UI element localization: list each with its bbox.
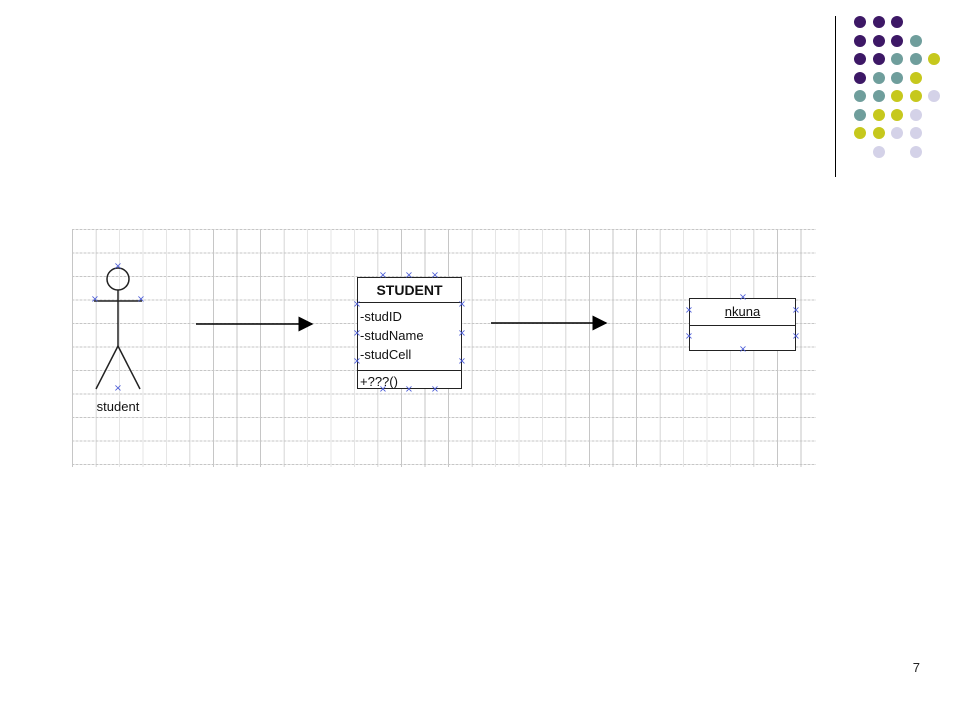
selection-handle-icon[interactable]: × <box>738 344 748 355</box>
decorative-dot <box>891 53 903 65</box>
page-number: 7 <box>912 660 920 675</box>
selection-handle-icon[interactable]: × <box>430 384 440 395</box>
selection-handle-icon[interactable]: × <box>430 270 440 281</box>
decorative-dot <box>854 34 866 47</box>
decorative-dot <box>872 90 885 102</box>
selection-handle-icon[interactable]: × <box>352 328 362 339</box>
class-box-student[interactable]: STUDENT -studID -studName -studCell +???… <box>357 277 462 389</box>
decorative-dot <box>909 34 922 47</box>
decorative-dot <box>872 127 885 139</box>
class-attributes: -studID -studName -studCell <box>358 303 461 371</box>
class-attribute: -studCell <box>360 347 412 362</box>
decorative-dot <box>909 127 922 139</box>
decorative-dot <box>872 16 885 28</box>
selection-handle-icon[interactable]: × <box>738 292 748 303</box>
selection-handle-icon[interactable]: × <box>684 331 694 342</box>
decorative-dot <box>872 71 885 84</box>
decorative-dot <box>891 90 903 102</box>
selection-handle-icon[interactable]: × <box>378 270 388 281</box>
selection-handle-icon[interactable]: × <box>113 261 123 272</box>
selection-handle-icon[interactable]: × <box>457 299 467 310</box>
class-operation: +???() <box>360 374 398 389</box>
decorative-dot <box>854 90 866 102</box>
decorative-dot <box>854 71 866 84</box>
selection-handle-icon[interactable]: × <box>90 294 100 305</box>
decorative-dot <box>891 16 903 28</box>
object-box-nkuna[interactable]: nkuna <box>689 298 796 351</box>
decorative-dot-grid <box>852 14 940 158</box>
selection-handle-icon[interactable]: × <box>457 356 467 367</box>
class-name: STUDENT <box>358 278 461 303</box>
selection-handle-icon[interactable]: × <box>791 331 801 342</box>
class-operations: +???() <box>358 371 461 391</box>
selection-handle-icon[interactable]: × <box>136 294 146 305</box>
decorative-dot <box>909 145 922 158</box>
decorative-dot <box>872 53 885 65</box>
selection-handle-icon[interactable]: × <box>457 328 467 339</box>
decorative-dot <box>854 108 866 121</box>
selection-handle-icon[interactable]: × <box>352 356 362 367</box>
selection-handle-icon[interactable]: × <box>378 384 388 395</box>
class-attribute: -studID <box>360 309 402 324</box>
decorative-dot <box>872 34 885 47</box>
selection-handle-icon[interactable]: × <box>352 299 362 310</box>
decorative-dot <box>928 53 940 65</box>
vertical-divider <box>835 16 836 177</box>
decorative-dot <box>909 53 922 65</box>
decorative-dot <box>872 145 885 158</box>
selection-handle-icon[interactable]: × <box>791 305 801 316</box>
decorative-dot <box>872 108 885 121</box>
decorative-dot <box>854 53 866 65</box>
diagram-connectors <box>94 267 608 390</box>
decorative-dot <box>928 90 940 102</box>
stick-figure-icon[interactable] <box>94 267 142 390</box>
selection-handle-icon[interactable]: × <box>404 384 414 395</box>
decorative-dot <box>909 108 922 121</box>
selection-handle-icon[interactable]: × <box>113 383 123 394</box>
actor-label: student <box>96 399 140 414</box>
diagram-canvas: student STUDENT -studID -studName -studC… <box>72 229 816 467</box>
selection-handle-icon[interactable]: × <box>684 305 694 316</box>
decorative-dot <box>854 16 866 28</box>
object-name: nkuna <box>690 299 795 326</box>
decorative-dot <box>854 127 866 139</box>
decorative-dot <box>891 127 903 139</box>
class-attribute: -studName <box>360 328 424 343</box>
decorative-dot <box>891 71 903 84</box>
decorative-dot <box>891 108 903 121</box>
decorative-dot <box>909 71 922 84</box>
decorative-dot <box>891 34 903 47</box>
selection-handle-icon[interactable]: × <box>404 270 414 281</box>
decorative-dot <box>909 90 922 102</box>
